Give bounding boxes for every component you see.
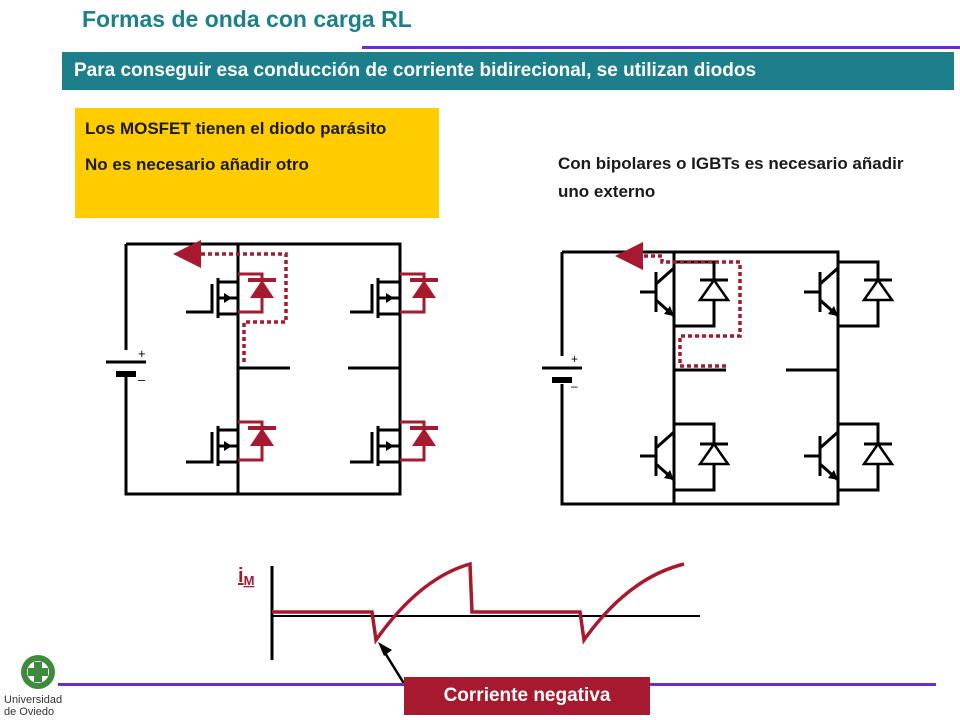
right-battery: + – (542, 352, 582, 393)
igbt-upper-right (804, 260, 895, 328)
igbt-bridge-circuit (560, 250, 840, 506)
mosfet-note-line2: No es necesario añadir otro (85, 155, 309, 174)
mosfet-bridge-circuit (124, 242, 402, 496)
left-frame (124, 242, 402, 496)
mosfet-note-box: Los MOSFET tienen el diodo parásito No e… (75, 108, 439, 218)
mosfet-upper-left (186, 272, 276, 318)
mosfet-lower-left (186, 420, 276, 466)
right-battery-minus: – (571, 379, 578, 393)
title-rule (362, 46, 960, 49)
waveform-trace (272, 561, 685, 645)
university-logo-text: Universidad de Oviedo (4, 694, 70, 718)
right-current-path (615, 242, 742, 368)
igbt-lower-right (804, 422, 895, 492)
left-battery-plus: + (138, 346, 146, 361)
left-battery-minus: – (138, 372, 146, 387)
igbt-lower-left (640, 422, 731, 492)
logo-line1: Universidad (4, 694, 63, 706)
waveform-label-sub: M (244, 573, 255, 588)
banner: Para conseguir esa conducción de corrien… (62, 52, 954, 90)
slide-title: Formas de onda con carga RL (82, 6, 412, 32)
negative-current-callout: Corriente negativa (404, 677, 650, 715)
university-logo-icon (21, 655, 55, 689)
waveform-label-i: i (238, 565, 244, 587)
igbt-note: Con bipolares o IGBTs es necesario añadi… (558, 154, 904, 201)
current-waveform: iM (238, 561, 700, 691)
mosfet-note-line1: Los MOSFET tienen el diodo parásito (85, 119, 387, 138)
igbt-upper-left (640, 260, 731, 328)
mosfet-lower-right (350, 420, 438, 466)
svg-text:iM: iM (238, 565, 254, 588)
left-current-path (173, 240, 288, 362)
right-battery-plus: + (571, 352, 578, 366)
mosfet-upper-right (350, 272, 438, 318)
left-battery: + – (106, 346, 146, 387)
logo-line2: de Oviedo (4, 706, 55, 718)
